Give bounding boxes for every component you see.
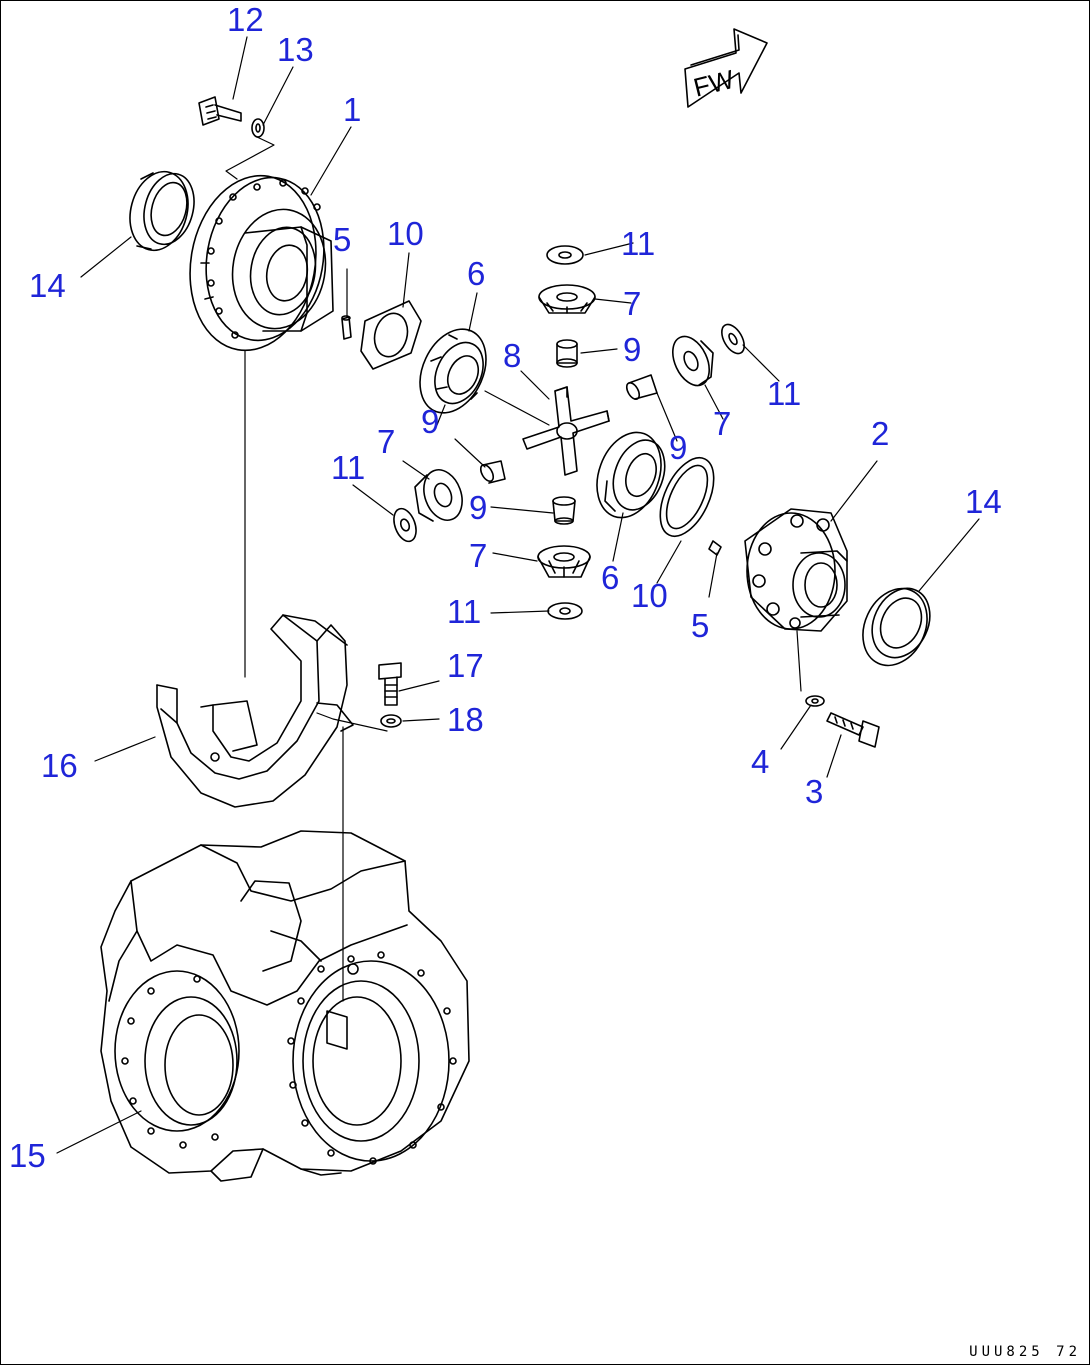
- callout-13: 13: [277, 31, 314, 68]
- callout-9-bottom: 9: [469, 489, 488, 526]
- part-14-seal-right: [862, 587, 931, 667]
- callout-9-right: 9: [669, 429, 688, 466]
- callout-leaders: [56, 36, 980, 1154]
- part-7-pinion-right: [672, 335, 714, 387]
- part-10-thrust-washer-right: [659, 457, 715, 537]
- part-11-washer-left: [393, 507, 417, 543]
- part-7-pinion-left: [414, 469, 463, 522]
- leader-2-to-4: [796, 630, 802, 692]
- part-8-spider-cross: [522, 386, 610, 476]
- fw-label: FW: [690, 64, 737, 103]
- part-15-axle-housing: [100, 830, 470, 1182]
- part-10-thrust-washer-left: [360, 300, 422, 370]
- forward-direction-arrow: FW: [684, 28, 768, 108]
- callout-7-right: 7: [713, 405, 732, 442]
- part-1-differential-case-left: [189, 174, 334, 352]
- part-11-washer-top: [546, 245, 584, 265]
- drawing-code: UUU825 72: [969, 1344, 1081, 1360]
- part-2-differential-case-right: [744, 508, 848, 632]
- part-14-seal-left: [129, 170, 195, 252]
- callout-9-top: 9: [623, 331, 642, 368]
- callout-4: 4: [751, 743, 770, 780]
- callout-14-right: 14: [965, 483, 1002, 520]
- callout-5-left: 5: [333, 221, 352, 258]
- callout-11-bottom: 11: [447, 593, 482, 630]
- callout-9-left: 9: [421, 403, 440, 440]
- part-3-bolt: [826, 712, 880, 748]
- part-13-washer: [251, 118, 265, 138]
- part-7-pinion-bottom: [537, 545, 591, 578]
- callout-11-top: 11: [621, 225, 656, 262]
- callout-6-right: 6: [601, 559, 620, 596]
- callout-11-right: 11: [767, 375, 802, 412]
- part-9-bushing-top: [556, 339, 578, 368]
- part-5-pin-left: [341, 315, 352, 340]
- leader-8-left: [484, 390, 550, 426]
- callout-3: 3: [805, 773, 824, 810]
- callout-6-left: 6: [467, 255, 486, 292]
- part-9-bushing-right: [625, 374, 658, 400]
- part-9-bushing-bottom: [552, 496, 576, 525]
- part-6-side-gear-right: [596, 431, 666, 519]
- callout-5-right: 5: [691, 607, 710, 644]
- callout-8: 8: [503, 337, 522, 374]
- part-7-pinion-top: [538, 284, 596, 314]
- part-4-washer: [805, 695, 825, 707]
- part-6-side-gear-left: [419, 328, 487, 414]
- callout-7-left: 7: [377, 423, 396, 460]
- leader-18-to-16: [316, 712, 388, 732]
- part-11-washer-bottom: [547, 602, 583, 620]
- callout-1: 1: [343, 91, 362, 128]
- callout-14-left: 14: [29, 267, 66, 304]
- callout-10-left: 10: [387, 215, 424, 252]
- callout-7-top: 7: [623, 285, 642, 322]
- part-5-pin-right: [708, 540, 722, 556]
- callout-16: 16: [41, 747, 78, 784]
- callout-12: 12: [227, 1, 264, 38]
- part-11-washer-right: [721, 323, 745, 355]
- callout-15: 15: [9, 1137, 46, 1174]
- part-17-bolt: [378, 662, 402, 706]
- callout-11-left: 11: [331, 449, 366, 486]
- leader-13-to-1: [225, 136, 275, 180]
- part-12-bolt: [198, 96, 242, 126]
- callout-17: 17: [447, 647, 484, 684]
- callout-7-bottom: 7: [469, 537, 488, 574]
- part-18-washer: [380, 714, 402, 728]
- callout-10-right: 10: [631, 577, 668, 614]
- part-16-cover: [156, 614, 354, 808]
- callout-2: 2: [871, 415, 890, 452]
- callout-18: 18: [447, 701, 484, 738]
- leader-5b: [708, 552, 718, 598]
